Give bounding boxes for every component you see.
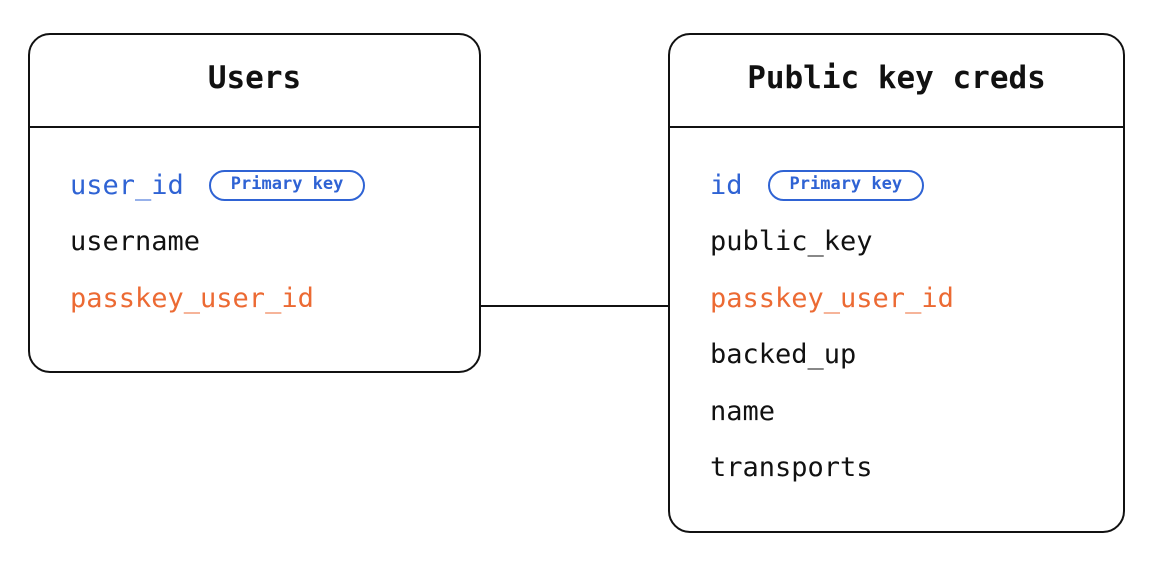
primary-key-badge-label: Primary key xyxy=(230,173,344,194)
entity-users-field-list: user_id Primary key username passkey_use… xyxy=(30,128,479,327)
entity-public-key-creds-field-list: id Primary key public_key passkey_user_i… xyxy=(670,128,1123,496)
field-name-name: name xyxy=(710,395,776,427)
primary-key-badge: Primary key xyxy=(208,169,366,201)
field-row[interactable]: passkey_user_id xyxy=(670,270,1123,327)
primary-key-badge-label: Primary key xyxy=(789,173,903,194)
entity-users-title: Users xyxy=(207,60,302,96)
field-name-backed-up: backed_up xyxy=(710,339,857,371)
primary-key-badge: Primary key xyxy=(767,169,925,201)
field-name-passkey-user-id: passkey_user_id xyxy=(710,282,954,314)
relationship-connector-line xyxy=(480,305,669,307)
field-row[interactable]: public_key xyxy=(670,214,1123,271)
field-row[interactable]: transports xyxy=(670,440,1123,497)
field-row[interactable]: id Primary key xyxy=(670,157,1123,214)
field-name-id: id xyxy=(710,169,743,201)
field-name-transports: transports xyxy=(710,452,873,484)
entity-public-key-creds[interactable]: Public key creds id Primary key public_k… xyxy=(668,33,1125,533)
field-row[interactable]: username xyxy=(30,214,479,271)
field-name-user-id: user_id xyxy=(70,169,184,201)
field-name-passkey-user-id: passkey_user_id xyxy=(70,282,314,314)
field-name-public-key: public_key xyxy=(710,226,873,258)
entity-public-key-creds-title: Public key creds xyxy=(747,60,1046,96)
field-row[interactable]: user_id Primary key xyxy=(30,157,479,214)
entity-users-header: Users xyxy=(30,35,479,128)
field-name-username: username xyxy=(70,226,201,258)
entity-users[interactable]: Users user_id Primary key username passk… xyxy=(28,33,481,373)
field-row[interactable]: name xyxy=(670,383,1123,440)
field-row[interactable]: passkey_user_id xyxy=(30,270,479,327)
entity-public-key-creds-header: Public key creds xyxy=(670,35,1123,128)
field-row[interactable]: backed_up xyxy=(670,327,1123,384)
